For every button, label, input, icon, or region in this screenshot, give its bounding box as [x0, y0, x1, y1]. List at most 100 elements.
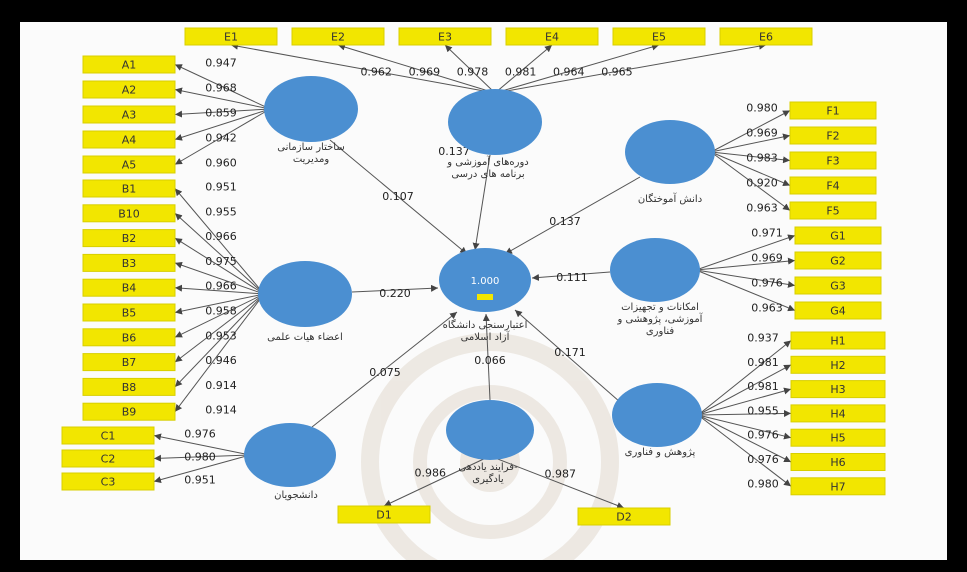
- indicator-a2: A2: [82, 80, 176, 99]
- latent-label-line: اعضاء هیات علمی: [267, 332, 343, 343]
- indicator-label: F1: [826, 105, 839, 118]
- indicator-label: A5: [122, 159, 137, 172]
- latent-label-line: دانش آموختگان: [638, 192, 702, 205]
- indicator-d2: D2: [577, 507, 671, 526]
- indicator-f2: F2: [789, 126, 877, 145]
- path-l1-to-l6: [329, 139, 468, 255]
- loading-h5: 0.976: [747, 429, 779, 442]
- path-l8-to-l6: [311, 311, 458, 428]
- indicator-e3: E3: [398, 27, 492, 46]
- loading-f5: 0.963: [746, 202, 778, 215]
- loading-f1: 0.980: [746, 102, 778, 115]
- loading-edge-g1: [695, 234, 796, 271]
- indicator-a5: A5: [82, 155, 176, 174]
- indicator-b5: B5: [82, 303, 176, 322]
- loading-e3: 0.978: [457, 65, 489, 78]
- indicator-g1: G1: [794, 226, 882, 245]
- indicator-h2: H2: [790, 355, 886, 374]
- indicator-c1: C1: [61, 426, 155, 445]
- r-squared-marker: [477, 294, 493, 300]
- loading-edge-a1: [174, 64, 271, 110]
- path-coefficient-l4: 0.111: [556, 271, 588, 284]
- loading-edge-g2: [695, 257, 796, 271]
- loading-a1: 0.947: [205, 57, 237, 70]
- indicator-b2: B2: [82, 229, 176, 248]
- indicator-label: A3: [122, 109, 137, 122]
- latent-l5: اعضاء هیات علمی: [258, 261, 352, 343]
- loading-b10: 0.955: [205, 205, 237, 218]
- indicator-h1: H1: [790, 331, 886, 350]
- latent-label-line: اعتبارسنجی دانشگاه: [443, 319, 528, 331]
- indicator-label: B4: [122, 282, 137, 295]
- loading-b8: 0.914: [205, 379, 237, 392]
- indicator-g2: G2: [794, 251, 882, 270]
- indicator-e5: E5: [612, 27, 706, 46]
- indicator-label: G4: [830, 305, 846, 318]
- indicator-label: F5: [826, 205, 839, 218]
- loading-edge-e2: [337, 43, 496, 94]
- loading-edge-c1: [153, 433, 251, 456]
- indicator-label: B7: [122, 356, 137, 369]
- loading-h3: 0.981: [747, 380, 779, 393]
- indicator-label: B2: [122, 232, 137, 245]
- indicator-d1: D1: [337, 505, 431, 524]
- loading-a4: 0.942: [205, 132, 237, 145]
- loading-g4: 0.963: [751, 302, 783, 315]
- indicator-label: F4: [826, 180, 839, 193]
- indicator-label: E4: [545, 31, 559, 44]
- path-l4-to-l6: [531, 271, 611, 281]
- path-l9-to-l6: [482, 313, 491, 401]
- latent-label-line: فناوری: [646, 326, 675, 337]
- indicator-label: B10: [118, 207, 140, 220]
- loading-f4: 0.920: [746, 177, 778, 190]
- loading-edge-b8: [174, 293, 265, 388]
- latent-label-line: آموزشی، پژوهشی و: [617, 312, 704, 325]
- loading-edge-b10: [174, 212, 265, 295]
- indicator-label: H3: [830, 383, 845, 396]
- loading-edge-d2: [489, 455, 625, 509]
- loading-edge-b2: [174, 237, 265, 295]
- loading-edge-h2: [697, 364, 792, 416]
- indicator-label: E2: [331, 31, 345, 44]
- path-l3-to-l6: [504, 176, 641, 255]
- path-coefficient-l7: 0.171: [554, 346, 586, 359]
- indicator-label: D2: [616, 511, 631, 524]
- indicator-e4: E4: [505, 27, 599, 46]
- loading-edge-b1: [174, 188, 265, 295]
- r-squared-value: 1.000: [471, 276, 500, 287]
- loading-edge-h5: [697, 414, 792, 440]
- path-l5-to-l6: [351, 284, 439, 293]
- loading-edge-g3: [695, 269, 796, 288]
- loading-e4: 0.981: [505, 65, 537, 78]
- loading-edge-b9: [174, 293, 265, 413]
- loading-e5: 0.964: [553, 65, 585, 78]
- latent-l3: دانش آموختگان: [625, 120, 715, 205]
- indicator-label: B8: [122, 381, 137, 394]
- indicator-e1: E1: [184, 27, 278, 46]
- loading-h2: 0.981: [747, 356, 779, 369]
- loading-edge-h7: [697, 414, 792, 487]
- indicator-f5: F5: [789, 201, 877, 220]
- indicator-label: H2: [830, 359, 845, 372]
- loading-edge-a5: [174, 108, 271, 165]
- loading-e6: 0.965: [601, 65, 633, 78]
- indicator-label: G1: [830, 230, 846, 243]
- loading-edge-f2: [710, 133, 791, 153]
- loading-a3: 0.859: [205, 107, 237, 120]
- loading-b5: 0.958: [205, 305, 237, 318]
- indicator-label: G2: [830, 255, 846, 268]
- loading-edge-f5: [710, 151, 791, 211]
- loading-edge-h1: [697, 340, 792, 416]
- indicator-label: H4: [830, 407, 845, 420]
- indicator-label: B3: [122, 257, 137, 270]
- loading-e2: 0.969: [409, 65, 441, 78]
- loading-h1: 0.937: [747, 332, 779, 345]
- path-coefficient-l8: 0.075: [369, 366, 401, 379]
- loading-h7: 0.980: [747, 477, 779, 490]
- loading-b6: 0.953: [205, 329, 237, 342]
- indicator-label: F2: [826, 130, 839, 143]
- path-coefficient-l9: 0.066: [474, 354, 506, 367]
- latent-l9: فرایند یاددهی-یادگیری: [446, 400, 534, 485]
